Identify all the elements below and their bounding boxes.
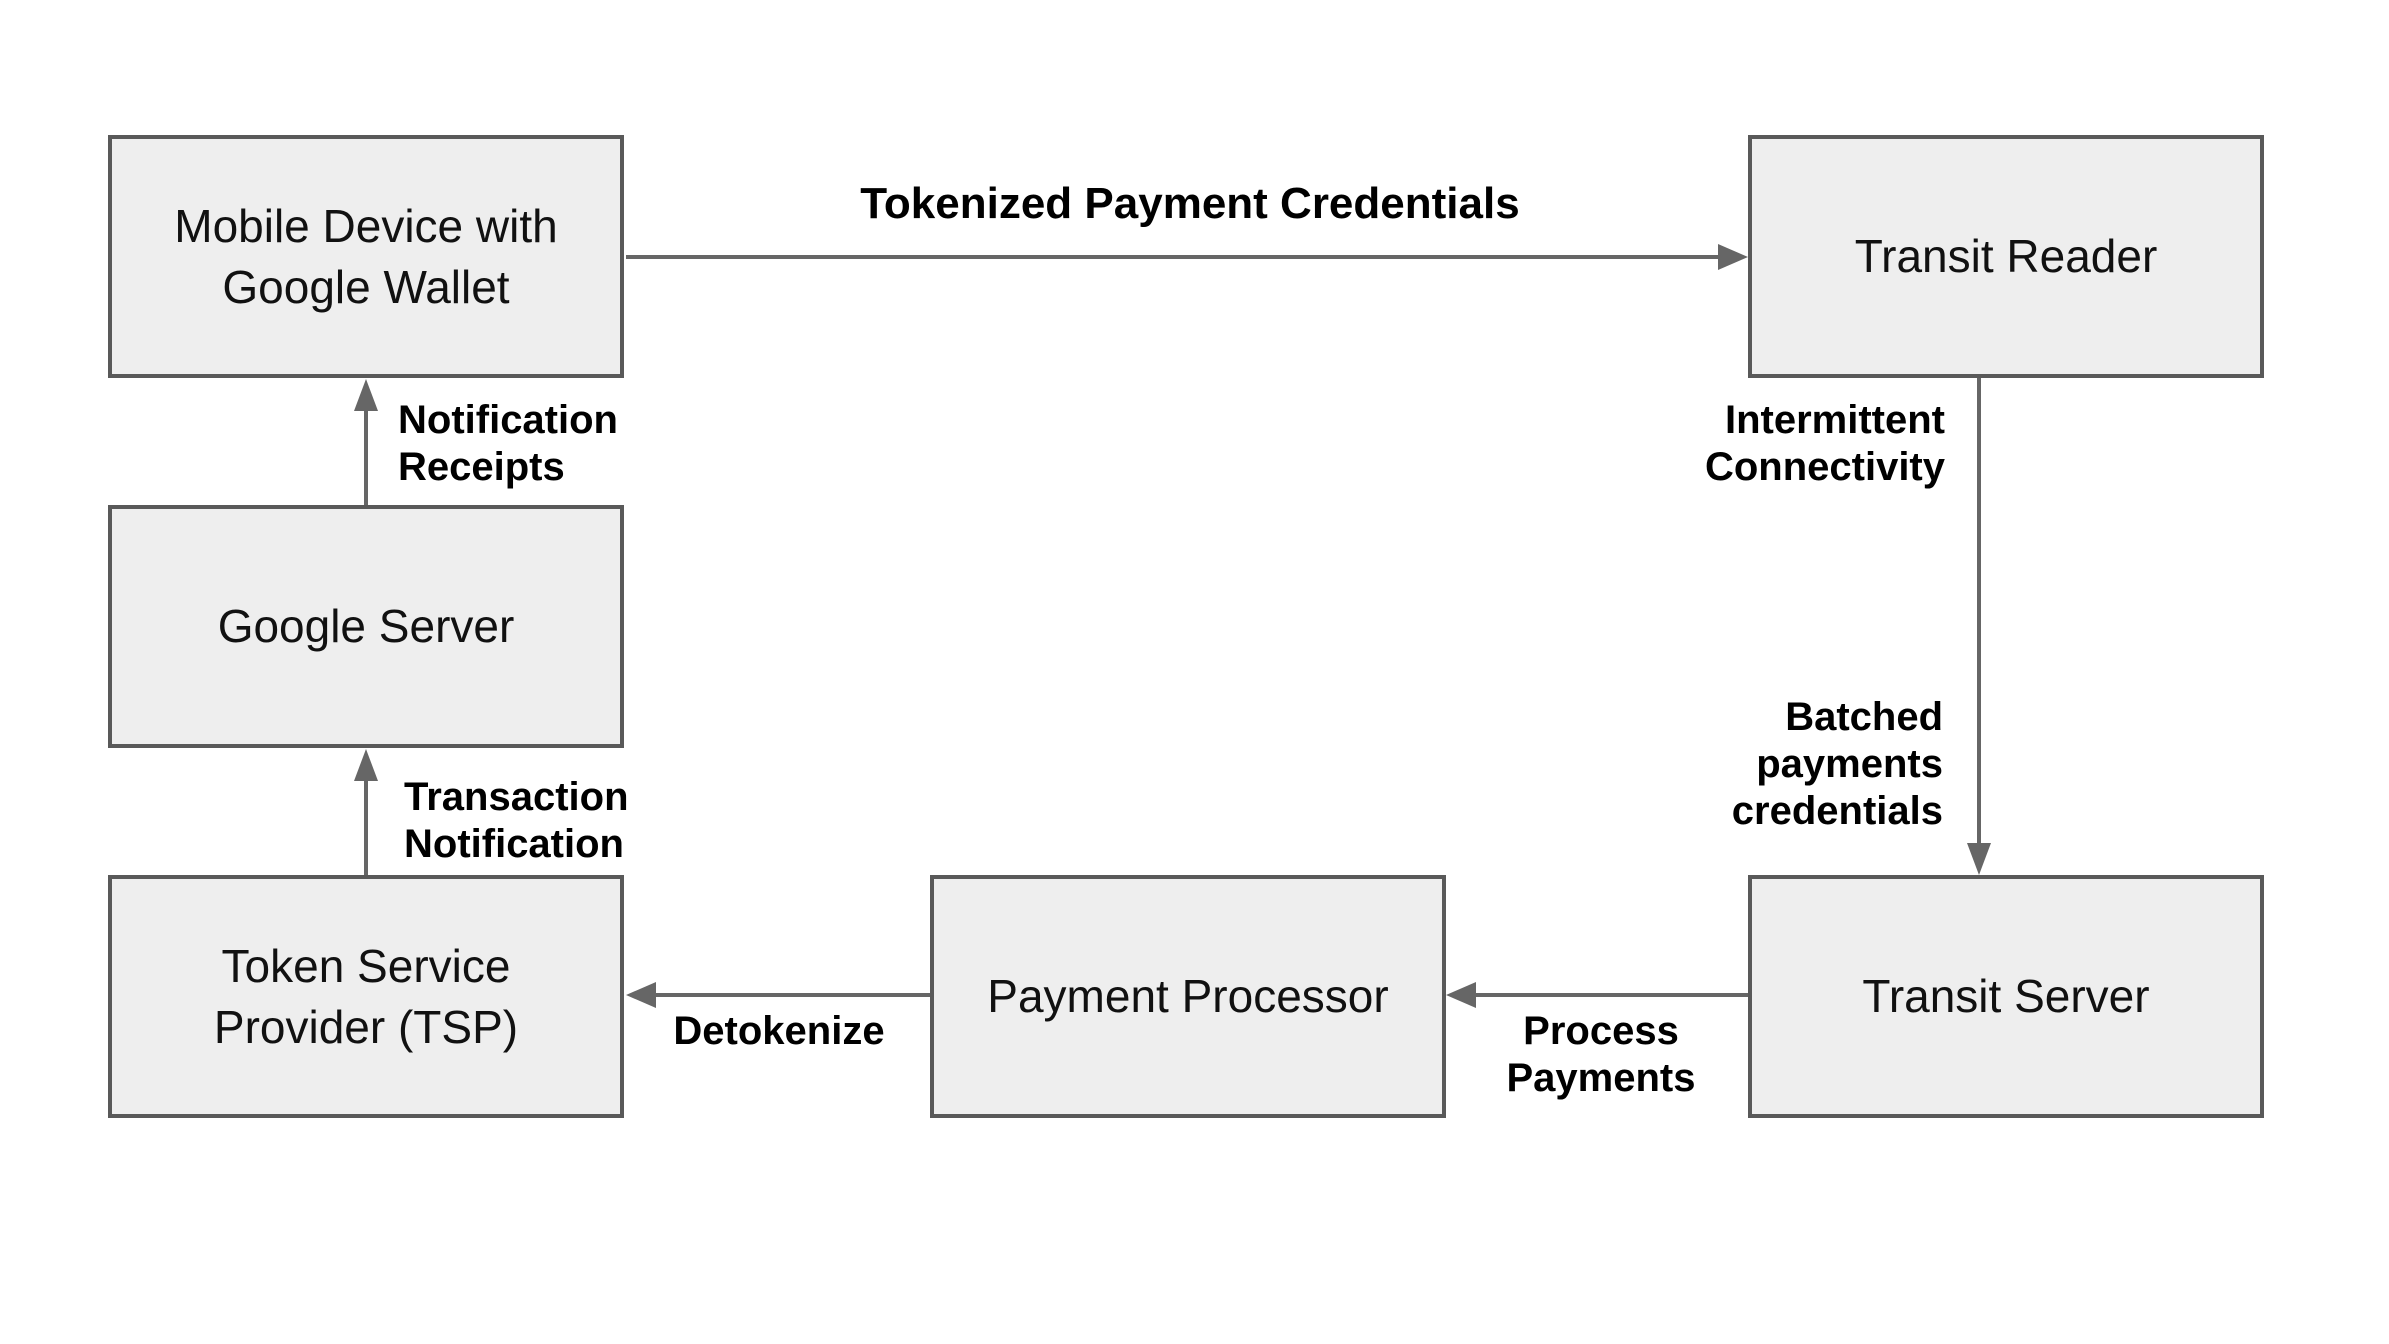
edge-tokenized-label: Tokenized Payment Credentials	[860, 179, 1520, 228]
edge-tokenized-arrowhead-icon	[1718, 244, 1748, 270]
node-token-service-provider-label: Token Service Provider (TSP)	[213, 939, 519, 1053]
edge-notification-receipts-label: Notification Receipts	[398, 398, 618, 490]
node-mobile-device: Mobile Device with Google Wallet	[108, 135, 624, 378]
node-google-server-label: Google Server	[217, 600, 515, 653]
node-transit-server: Transit Server	[1748, 875, 2264, 1118]
edge-transaction-notification-arrowhead-icon	[354, 749, 378, 781]
edge-detokenize-arrowhead-icon	[626, 982, 656, 1008]
edge-tokenized-line	[626, 255, 1720, 259]
edge-process-payments-arrowhead-icon	[1446, 982, 1476, 1008]
node-payment-processor-label: Payment Processor	[987, 970, 1389, 1023]
edge-batched-payments-label: Batched payments credentials	[1731, 695, 1943, 834]
node-token-service-provider: Token Service Provider (TSP)	[108, 875, 624, 1118]
edge-transaction-notification-line	[364, 778, 368, 875]
edge-process-payments-line	[1474, 993, 1748, 997]
edge-detokenize-label: Detokenize	[673, 1009, 885, 1053]
edge-detokenize-line	[654, 993, 930, 997]
node-transit-reader: Transit Reader	[1748, 135, 2264, 378]
edge-batched-payments-line	[1977, 378, 1981, 845]
node-transit-server-label: Transit Server	[1862, 970, 2150, 1023]
edge-process-payments-label: Process Payments	[1506, 1009, 1696, 1101]
edge-intermittent-connectivity-label: Intermittent Connectivity	[1704, 398, 1945, 490]
node-transit-reader-label: Transit Reader	[1854, 230, 2158, 283]
node-mobile-device-label: Mobile Device with Google Wallet	[174, 199, 558, 313]
edge-batched-payments-arrowhead-icon	[1967, 843, 1991, 875]
edge-notification-receipts-arrowhead-icon	[354, 379, 378, 411]
edge-transaction-notification-label: Transaction Notification	[404, 775, 629, 867]
edge-notification-receipts-line	[364, 408, 368, 505]
node-payment-processor: Payment Processor	[930, 875, 1446, 1118]
node-google-server: Google Server	[108, 505, 624, 748]
